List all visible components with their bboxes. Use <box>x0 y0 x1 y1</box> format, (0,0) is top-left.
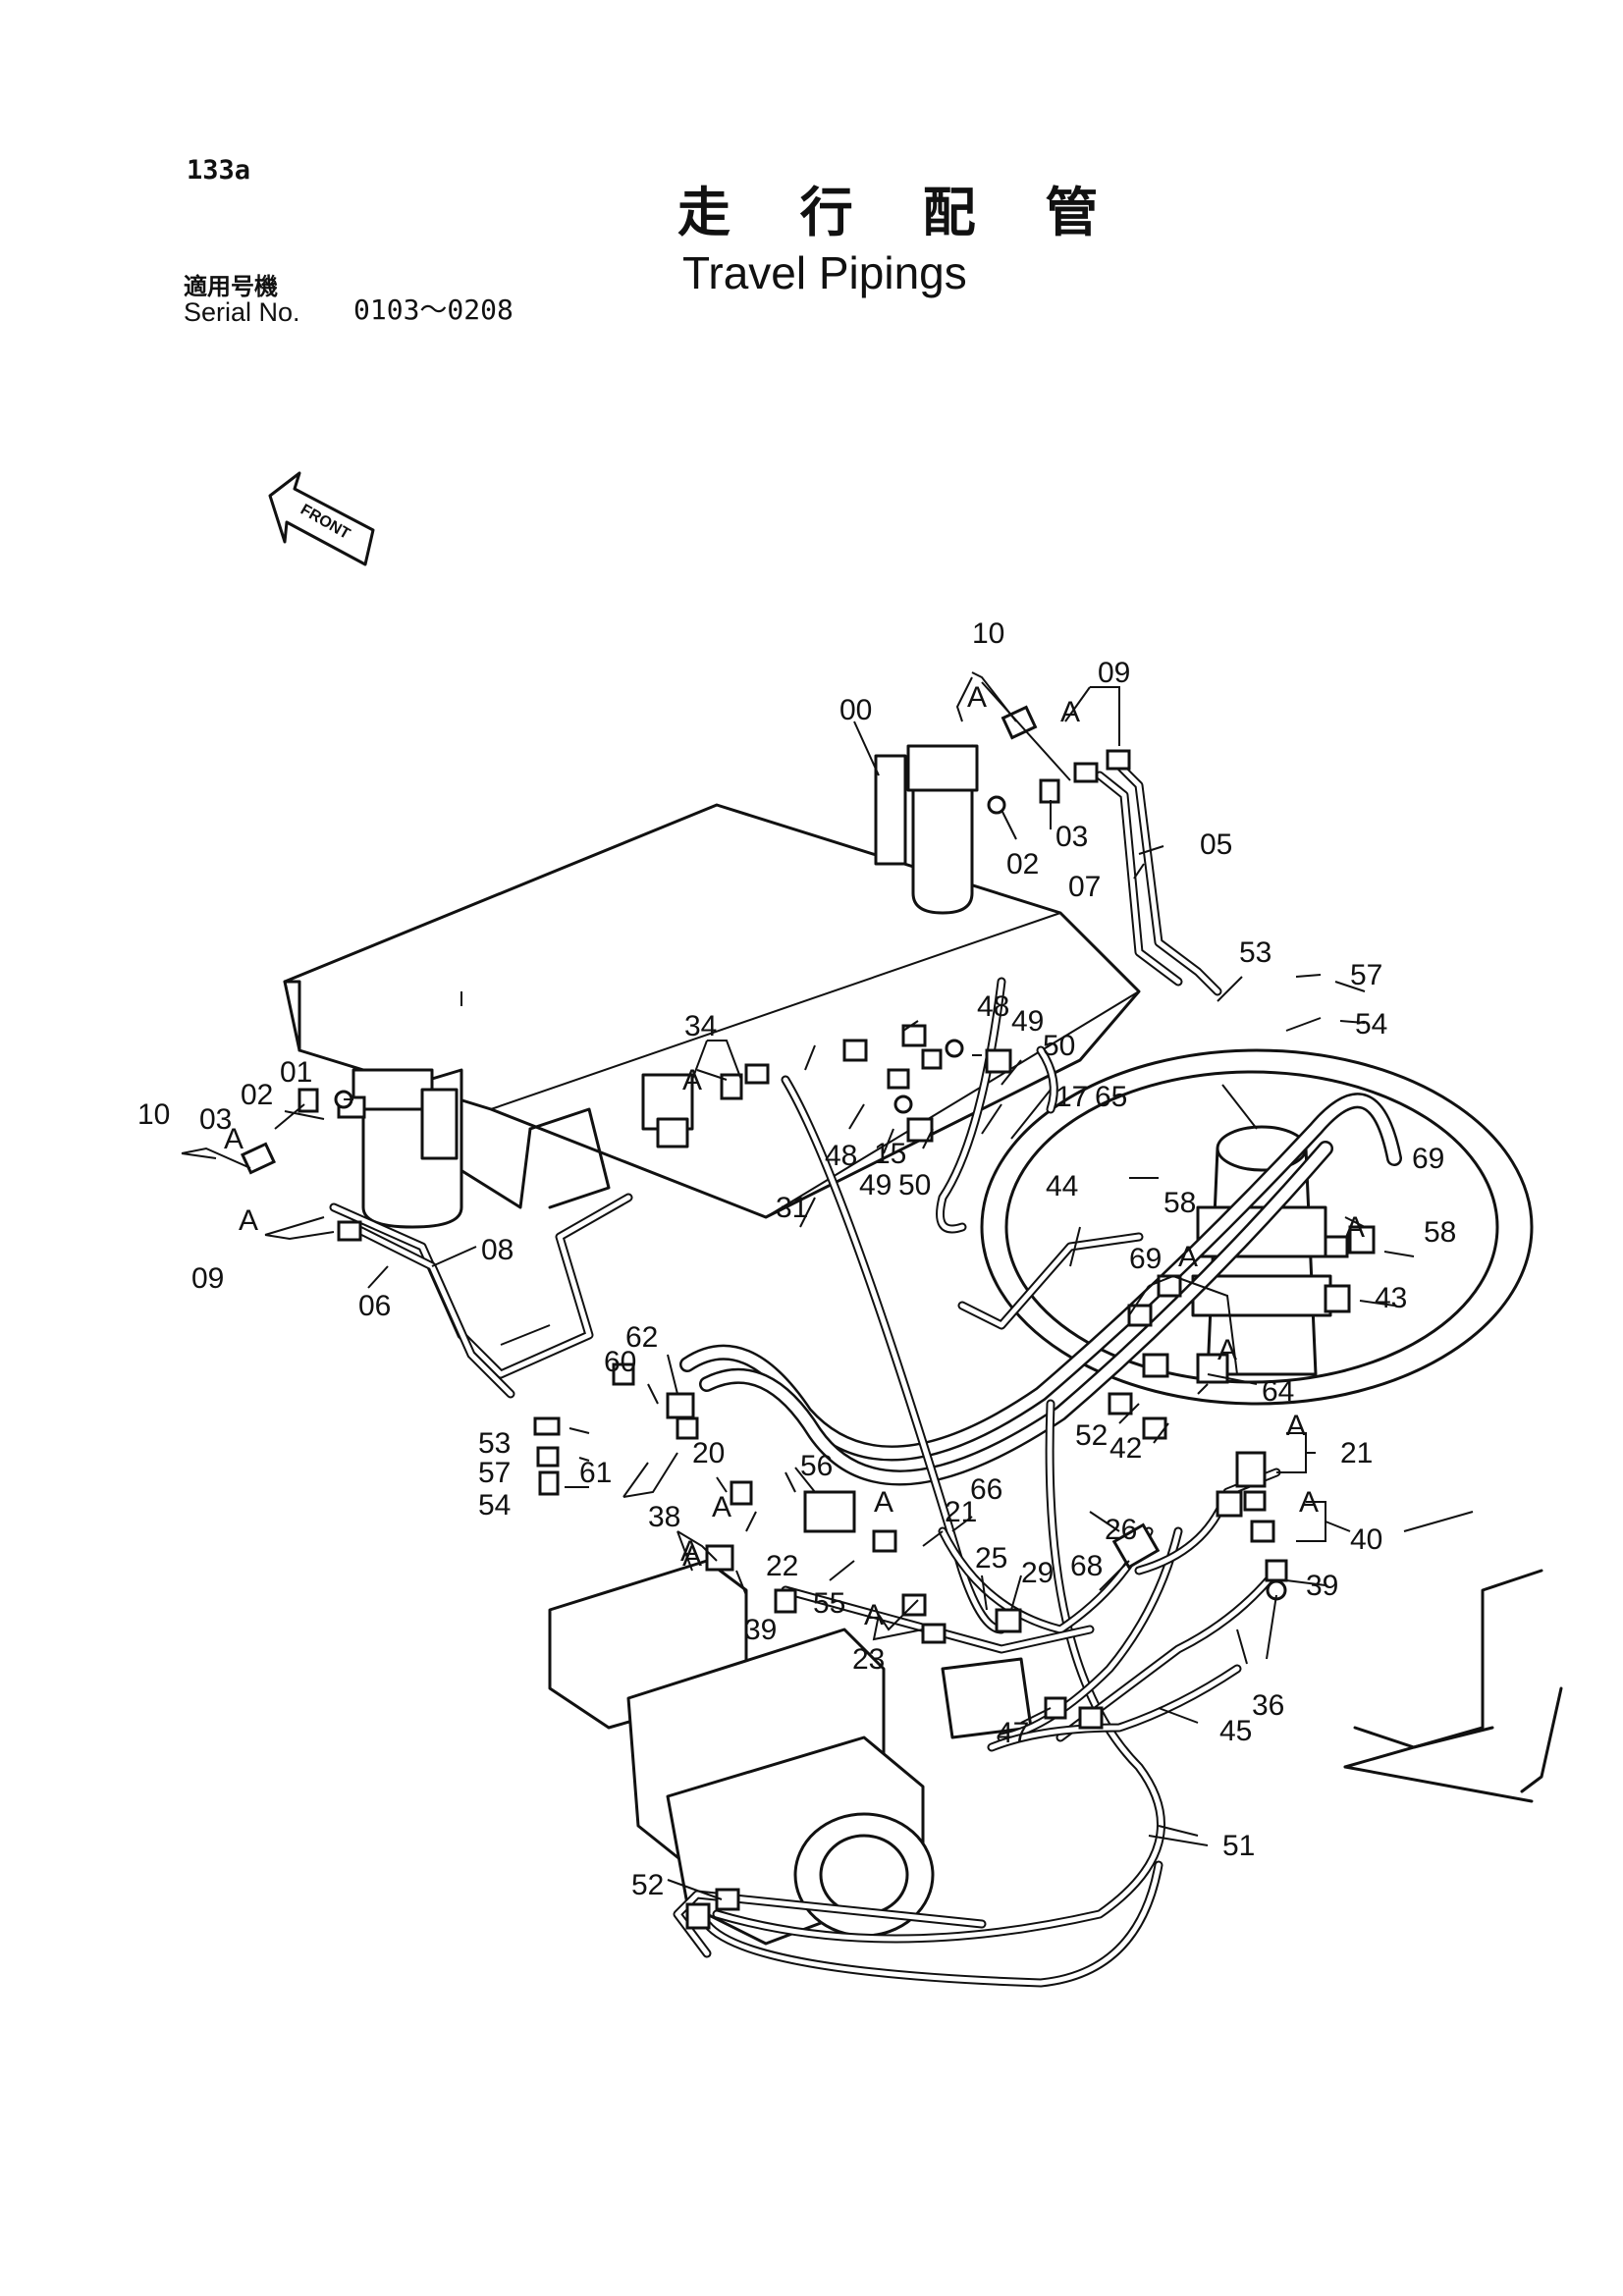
callout-52: 52 <box>1075 1419 1108 1452</box>
callout-60: 60 <box>604 1346 636 1378</box>
serial-label: Serial No. <box>184 297 300 327</box>
detail-marker: A <box>224 1123 243 1155</box>
travel-pilot-valve-lower <box>352 1068 463 1229</box>
callout-69: 69 <box>1412 1143 1444 1175</box>
callout-20: 20 <box>692 1437 725 1469</box>
callout-56: 56 <box>800 1450 833 1482</box>
callout-22: 22 <box>766 1550 798 1582</box>
page-title: Travel Pipings <box>682 247 967 298</box>
detail-marker: A <box>1178 1241 1198 1273</box>
callout-68: 68 <box>1070 1550 1103 1582</box>
callout-62: 62 <box>625 1321 658 1354</box>
callout-54: 54 <box>478 1489 511 1522</box>
detail-marker: A <box>1217 1334 1237 1366</box>
callout-45: 45 <box>1219 1715 1252 1747</box>
callout-06: 06 <box>358 1290 391 1322</box>
callout-15: 15 <box>874 1138 906 1170</box>
callout-02: 02 <box>241 1079 273 1111</box>
part-callouts: 00 01 02 02 03 03 05 06 07 08 09 09 10 1… <box>137 617 1456 1901</box>
serial-label-japanese: 適用号機 <box>184 273 278 300</box>
detail-marker: A <box>1286 1410 1306 1442</box>
callout-58: 58 <box>1424 1216 1456 1249</box>
detail-marker: A <box>682 1540 702 1573</box>
callout-21: 21 <box>945 1496 977 1528</box>
callout-66: 66 <box>970 1473 1002 1506</box>
callout-49: 49 <box>1011 1005 1044 1038</box>
detail-marker: A <box>967 681 987 714</box>
detail-marker: A <box>864 1599 884 1631</box>
callout-51: 51 <box>1222 1830 1255 1862</box>
detail-marker: A <box>712 1491 731 1523</box>
callout-44: 44 <box>1046 1170 1078 1202</box>
callout-47: 47 <box>997 1717 1029 1749</box>
detail-marker: A <box>680 1535 700 1568</box>
callout-61: 61 <box>579 1457 612 1489</box>
detail-marker: A <box>682 1064 702 1096</box>
callout-40: 40 <box>1350 1523 1382 1556</box>
callout-29: 29 <box>1021 1557 1054 1589</box>
pump-motor-assembly <box>548 1559 1033 1946</box>
callout-58: 58 <box>1163 1187 1196 1219</box>
callout-57: 57 <box>1350 959 1382 991</box>
callout-53: 53 <box>1239 936 1271 969</box>
callout-00: 00 <box>839 694 872 726</box>
callout-07: 07 <box>1068 871 1101 903</box>
callout-64: 64 <box>1262 1375 1294 1408</box>
callout-09: 09 <box>1098 657 1130 689</box>
callout-39: 39 <box>1306 1570 1338 1602</box>
detail-marker: A <box>874 1486 893 1519</box>
detail-marker: A <box>1299 1486 1319 1519</box>
callout-01: 01 <box>280 1056 312 1089</box>
rear-frame <box>1343 1569 1563 1803</box>
detail-marker: A <box>1345 1211 1365 1244</box>
callout-10: 10 <box>972 617 1004 650</box>
callout-52: 52 <box>631 1869 664 1901</box>
callout-21: 21 <box>1340 1437 1373 1469</box>
callout-08: 08 <box>481 1234 514 1266</box>
callout-57: 57 <box>478 1457 511 1489</box>
leader-lines <box>181 671 1474 1900</box>
callout-05: 05 <box>1200 828 1232 861</box>
callout-43: 43 <box>1375 1282 1407 1314</box>
callout-31: 31 <box>776 1192 808 1224</box>
callout-23: 23 <box>852 1643 885 1676</box>
callout-55: 55 <box>813 1587 845 1620</box>
callout-10: 10 <box>137 1098 170 1131</box>
callout-03: 03 <box>1055 821 1088 853</box>
callout-65: 65 <box>1095 1081 1127 1113</box>
callout-48: 48 <box>825 1140 857 1172</box>
callout-02: 02 <box>1006 848 1039 881</box>
callout-49: 49 <box>859 1169 892 1201</box>
page-title-japanese: 走 行 配 管 <box>677 182 1124 243</box>
callout-39: 39 <box>744 1614 777 1646</box>
callout-69: 69 <box>1129 1243 1162 1275</box>
callout-54: 54 <box>1355 1008 1387 1041</box>
serial-range: 0103～0208 <box>353 294 514 326</box>
callout-34: 34 <box>684 1010 717 1042</box>
callout-09: 09 <box>191 1262 224 1295</box>
callout-26: 26 <box>1105 1514 1137 1546</box>
callout-03: 03 <box>199 1103 232 1136</box>
detail-markers: A A A A A A A A A A A A A A A <box>224 681 1365 1631</box>
callout-42: 42 <box>1109 1432 1142 1465</box>
callout-48: 48 <box>977 990 1009 1023</box>
callout-50: 50 <box>898 1169 931 1201</box>
travel-pilot-valve-upper <box>874 744 979 915</box>
page-number: 133a <box>187 155 251 186</box>
detail-marker: A <box>239 1204 258 1237</box>
callout-53: 53 <box>478 1427 511 1460</box>
callout-38: 38 <box>648 1501 680 1533</box>
callout-17: 17 <box>1055 1081 1088 1113</box>
detail-marker: A <box>1060 696 1080 728</box>
front-arrow-icon: FRONT <box>268 471 375 566</box>
callout-25: 25 <box>975 1542 1007 1575</box>
callout-50: 50 <box>1043 1030 1075 1062</box>
callout-36: 36 <box>1252 1689 1284 1722</box>
